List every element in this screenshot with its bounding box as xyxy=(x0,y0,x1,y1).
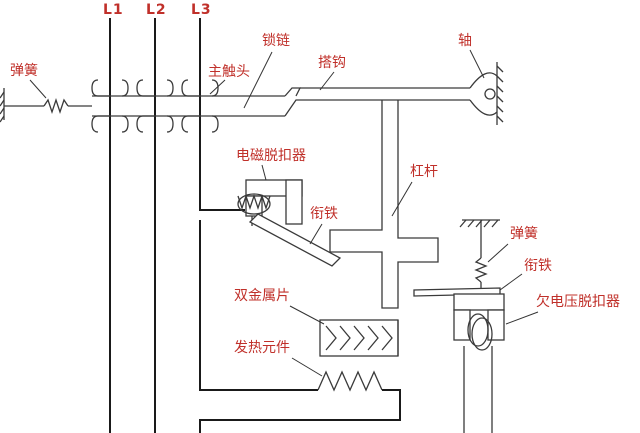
label-chain: 锁链 xyxy=(262,33,290,49)
label-heater: 发热元件 xyxy=(234,340,290,356)
shaft xyxy=(469,62,504,125)
leader-hook xyxy=(319,71,335,91)
leader-chain xyxy=(243,51,273,109)
label-armature-mid: 衔铁 xyxy=(310,206,338,222)
leader-lever xyxy=(391,181,413,217)
phase-conductors xyxy=(109,18,201,433)
label-lever: 杠杆 xyxy=(410,164,438,180)
label-uv-release: 欠电压脱扣器 xyxy=(536,294,620,310)
leader-spring-left xyxy=(29,79,47,99)
label-em-release: 电磁脱扣器 xyxy=(236,148,306,164)
phase-label-l3: L3 xyxy=(191,2,212,18)
leader-spring-right xyxy=(487,243,509,263)
label-spring-left: 弹簧 xyxy=(10,63,38,79)
label-armature-right: 衔铁 xyxy=(524,258,552,274)
phase-label-l1: L1 xyxy=(103,2,124,18)
label-shaft: 轴 xyxy=(458,33,472,49)
label-hook: 搭钩 xyxy=(318,55,346,71)
label-main-contact: 主触头 xyxy=(208,64,250,80)
leader-shaft xyxy=(469,49,485,79)
leader-main-contact xyxy=(209,79,226,95)
left-spring xyxy=(0,88,92,123)
leader-uv-release xyxy=(505,311,539,325)
leader-em-release xyxy=(261,164,267,181)
undervoltage-release xyxy=(413,219,505,433)
leader-heater xyxy=(291,357,323,377)
phase-label-l2: L2 xyxy=(146,2,167,18)
leader-bimetal xyxy=(289,305,325,325)
main-contacts xyxy=(91,79,285,133)
lever xyxy=(329,100,439,309)
em-release xyxy=(199,179,342,267)
leader-armature-mid xyxy=(309,223,323,245)
label-bimetal: 双金属片 xyxy=(234,288,290,304)
leader-armature-right xyxy=(499,273,523,291)
lock-chain-and-hook xyxy=(284,87,470,117)
heating-element xyxy=(199,220,401,433)
label-spring-right: 弹簧 xyxy=(510,226,538,242)
bimetal-strip xyxy=(319,319,399,357)
